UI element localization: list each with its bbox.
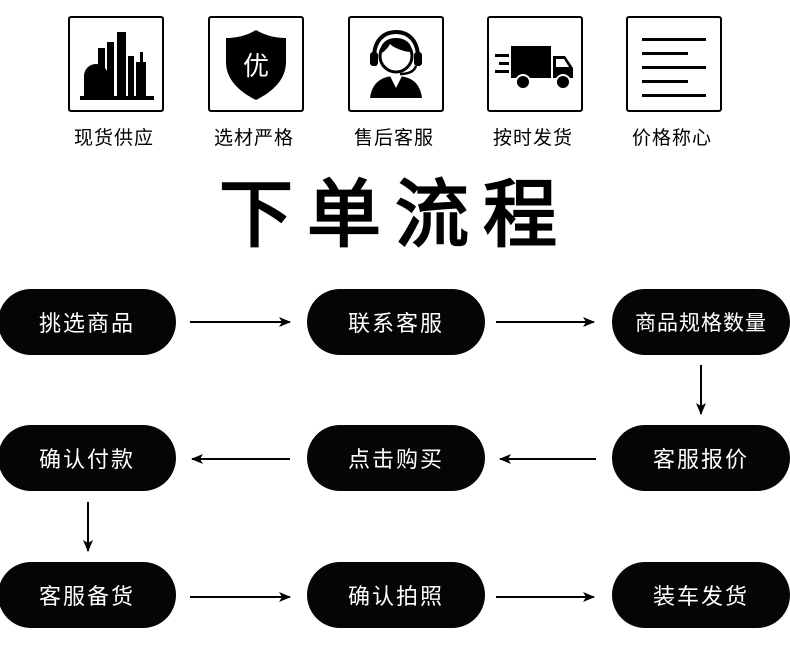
feature-card-service [348,16,444,112]
headset-agent-icon [370,29,422,98]
step-select-product: 挑选商品 [0,289,176,355]
feature-card-shipping [487,16,583,112]
feature-label-shipping: 按时发货 [492,127,573,149]
factory-icon [80,32,154,100]
feature-label-price: 价格称心 [631,127,712,149]
feature-card-stock [68,16,164,112]
feature-card-material: 优 [208,16,304,112]
step-confirm-photo: 确认拍照 [307,562,485,628]
feature-card-price [626,16,722,112]
page-title: 下单流程 [219,172,571,258]
shield-badge-icon: 优 [226,30,286,100]
step-click-buy: 点击购买 [307,425,485,491]
feature-label-stock: 现货供应 [73,127,154,149]
feature-label-material: 选材严格 [213,127,294,149]
step-spec-quantity: 商品规格数量 [612,289,790,355]
step-service-quote: 客服报价 [612,425,790,491]
badge-text: 优 [243,52,269,82]
step-contact-service: 联系客服 [307,289,485,355]
step-load-ship: 装车发货 [612,562,790,628]
feature-label-service: 售后客服 [353,127,434,149]
delivery-truck-icon [495,46,573,90]
document-lines-icon [642,38,706,97]
step-confirm-payment: 确认付款 [0,425,176,491]
step-prepare-goods: 客服备货 [0,562,176,628]
